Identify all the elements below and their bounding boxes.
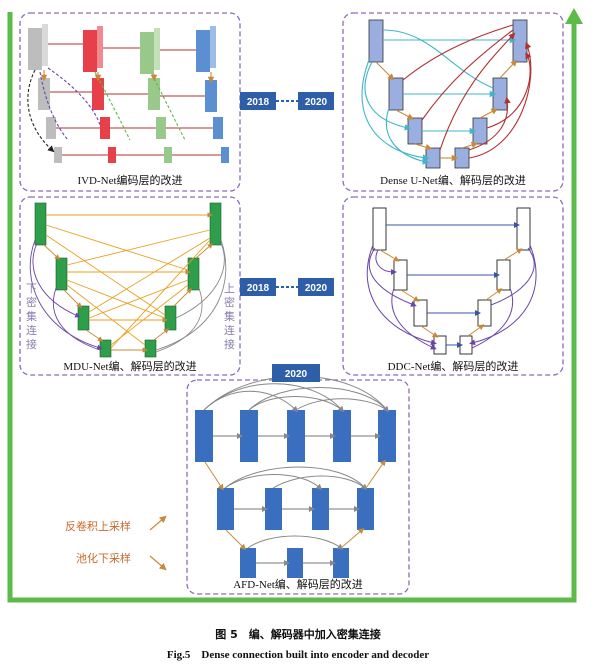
ddc-connections [366, 222, 537, 350]
upsample-arrow-icon [149, 515, 167, 531]
afd-connections [203, 375, 389, 566]
left-side-label: 下 密 集 连 接 [26, 282, 37, 351]
svg-text:下: 下 [26, 282, 37, 295]
downsample-arrow-icon [149, 555, 167, 571]
svg-text:2018: 2018 [247, 97, 270, 108]
svg-text:连: 连 [26, 324, 37, 337]
legend-downsample-label: 池化下采样 [76, 551, 131, 565]
ddc-panel-label: DDC-Net编、解码层的改进 [388, 359, 519, 373]
ivd-net-panel: IVD-Net编码层的改进 [19, 12, 241, 192]
svg-text:密: 密 [224, 295, 235, 309]
svg-text:接: 接 [26, 338, 37, 351]
figure-caption-zh: 图 5 编、解码器中加入密集连接 [215, 628, 381, 641]
legend-upsample-label: 反卷积上采样 [65, 519, 131, 533]
year-badge-dense-unet: 2020 [298, 92, 334, 110]
mdu-connections [29, 212, 227, 353]
afd-net-panel: AFD-Net编、解码层的改进 [186, 375, 410, 595]
dense-unet-panel: Dense U-Net编、解码层的改进 [342, 12, 564, 192]
ivd-blocks [28, 24, 229, 163]
ivd-connections [27, 43, 221, 156]
dense-unet-panel-label: Dense U-Net编、解码层的改进 [380, 173, 526, 187]
timeline-arrow [7, 8, 583, 603]
svg-text:2020: 2020 [305, 283, 328, 294]
mdu-net-panel: 下 密 集 连 接 上 密 集 连 接 MDU-Net编、解码层的改进 [19, 196, 241, 376]
year-badge-ddc: 2020 [298, 278, 334, 296]
ddc-net-panel: DDC-Net编、解码层的改进 [342, 196, 564, 376]
svg-text:集: 集 [26, 309, 37, 323]
afd-panel-label: AFD-Net编、解码层的改进 [233, 577, 363, 591]
svg-text:密: 密 [26, 295, 37, 309]
svg-text:2020: 2020 [285, 369, 308, 380]
right-side-label: 上 密 集 连 接 [224, 282, 235, 351]
svg-text:接: 接 [224, 338, 235, 351]
ddc-blocks [372, 207, 531, 355]
year-badge-mdu: 2018 [240, 278, 276, 296]
mdu-blocks [34, 202, 222, 358]
mdu-panel-label: MDU-Net编、解码层的改进 [63, 359, 196, 373]
svg-text:2020: 2020 [305, 97, 328, 108]
svg-text:2018: 2018 [247, 283, 270, 294]
svg-text:连: 连 [224, 324, 235, 337]
figure-caption-en: Fig.5 Dense connection built into encode… [166, 649, 430, 661]
legend: 反卷积上采样 池化下采样 [65, 515, 167, 571]
year-badge-ivd: 2018 [240, 92, 276, 110]
svg-text:集: 集 [224, 309, 235, 323]
svg-text:上: 上 [224, 282, 235, 295]
year-badge-afd: 2020 [272, 364, 320, 382]
afd-blocks [195, 410, 396, 578]
dense-unet-connections [361, 24, 532, 165]
ivd-panel-label: IVD-Net编码层的改进 [77, 173, 182, 187]
